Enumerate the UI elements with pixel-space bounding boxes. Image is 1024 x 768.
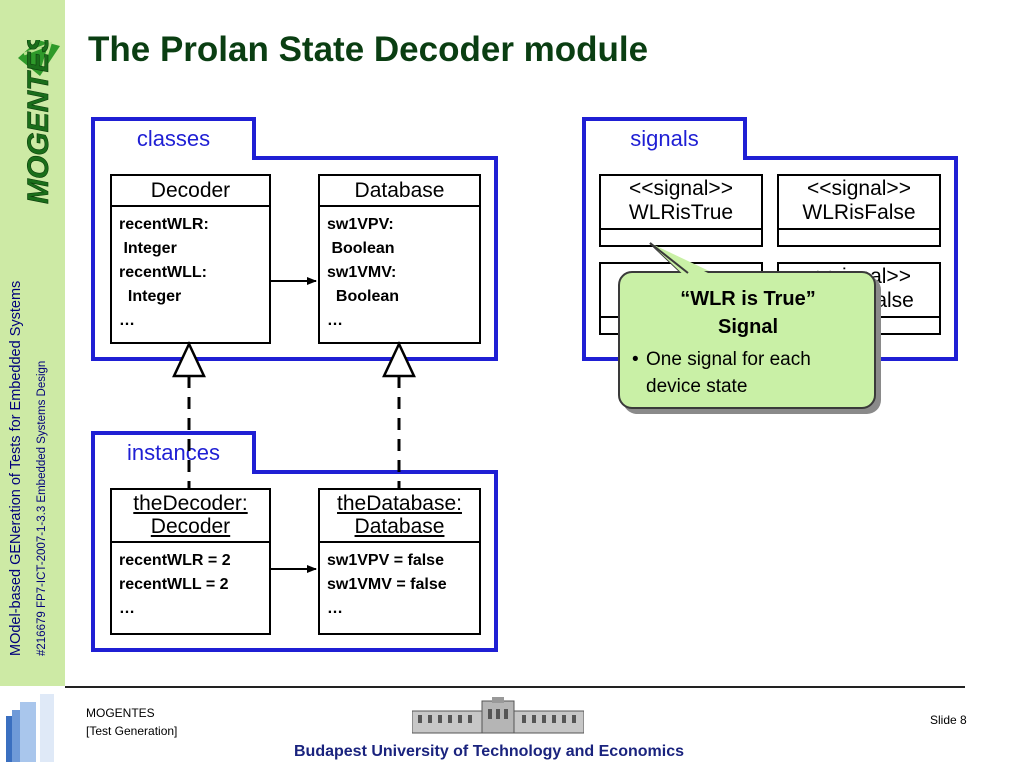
signal-name: WLRisFalse (802, 201, 916, 224)
footer-divider (65, 686, 965, 688)
decoder-class: Decoder recentWLR: Integer recentWLL: In… (110, 174, 271, 344)
database-instance-name: theDatabase: Database (320, 490, 479, 543)
signal-wlr-true: <<signal>> WLRisTrue (599, 174, 763, 247)
university-building-icon (412, 697, 584, 734)
slide-title: The Prolan State Decoder module (88, 30, 649, 69)
fp7-logo (6, 694, 54, 762)
footer-work-package: [Test Generation] (86, 724, 178, 738)
signals-tab: signals (582, 117, 747, 160)
database-instance-values: sw1VPV = false sw1VMV = false … (327, 552, 447, 617)
callout-bubble (618, 271, 876, 409)
database-instance: theDatabase: Database sw1VPV = false sw1… (318, 488, 481, 635)
database-class-attributes: sw1VPV: Boolean sw1VMV: Boolean … (327, 216, 400, 329)
signal-name: WLRisTrue (628, 201, 734, 224)
decoder-instance-values: recentWLR = 2 recentWLL = 2 … (119, 552, 231, 617)
database-class: Database sw1VPV: Boolean sw1VMV: Boolean… (318, 174, 481, 344)
instances-tab: instances (91, 431, 256, 474)
footer-university: Budapest University of Technology and Ec… (294, 743, 684, 760)
mogentes-logo: MOGENTES (18, 40, 60, 204)
database-realization-triangle (382, 341, 416, 378)
callout-title: “WLR is True” Signal (680, 288, 816, 338)
callout-bullet: •One signal for each device state (632, 346, 872, 400)
bullet-icon: • (632, 349, 639, 370)
classes-tab: classes (91, 117, 256, 160)
footer-project: MOGENTES (86, 706, 155, 720)
logo-text: MOGENTES (22, 40, 55, 204)
decoder-instance-name: theDecoder: Decoder (112, 490, 269, 543)
signal-stereotype: <<signal>> (629, 177, 733, 200)
decoder-class-attributes: recentWLR: Integer recentWLL: Integer … (119, 216, 209, 329)
sidebar (0, 0, 65, 686)
decoder-class-name: Decoder (112, 176, 269, 207)
database-class-name: Database (320, 176, 479, 207)
signal-stereotype: <<signal>> (807, 177, 911, 200)
signal-wlr-false: <<signal>> WLRisFalse (777, 174, 941, 247)
decoder-instance: theDecoder: Decoder recentWLR = 2 recent… (110, 488, 271, 635)
decoder-realization-triangle (172, 341, 206, 378)
slide-number: Slide 8 (930, 713, 967, 727)
